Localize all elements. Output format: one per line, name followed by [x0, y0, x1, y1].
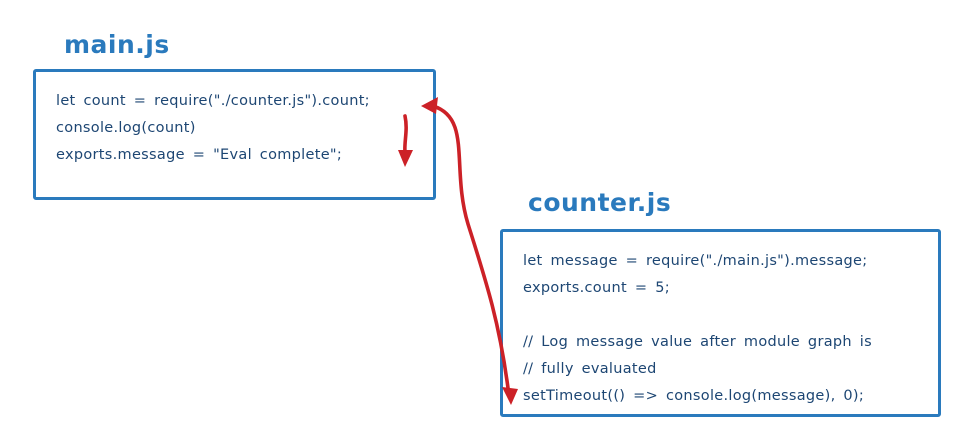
code-line: exports.count = 5; — [523, 280, 670, 296]
counter-js-code-box: let message = require("./main.js").messa… — [500, 229, 941, 417]
code-line: exports.message = "Eval complete"; — [56, 147, 343, 163]
counter-js-code: let message = require("./main.js").messa… — [503, 232, 938, 420]
code-line: setTimeout(() => console.log(message), 0… — [523, 388, 865, 404]
code-line: // fully evaluated — [523, 361, 657, 377]
code-line: let message = require("./main.js").messa… — [523, 253, 868, 269]
code-line: // Log message value after module graph … — [523, 334, 872, 350]
main-js-code-box: let count = require("./counter.js").coun… — [33, 69, 436, 200]
code-line: console.log(count) — [56, 120, 196, 136]
code-line: let count = require("./counter.js").coun… — [56, 93, 370, 109]
main-js-title: main.js — [64, 30, 170, 59]
code-line — [523, 302, 924, 329]
main-js-code: let count = require("./counter.js").coun… — [36, 72, 433, 179]
counter-js-title: counter.js — [528, 188, 672, 217]
